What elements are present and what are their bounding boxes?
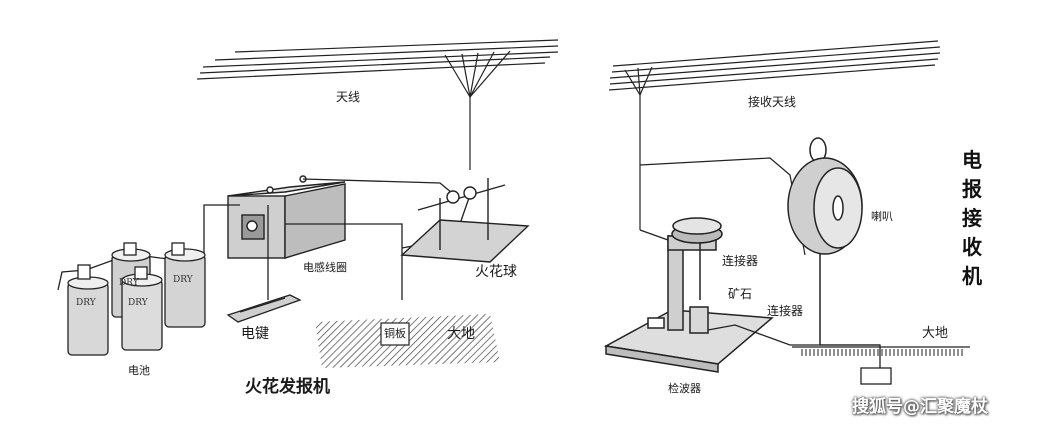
- receiver-ground: [792, 346, 970, 385]
- telegraph-key: [226, 294, 302, 323]
- receiver-title-char: 报: [962, 177, 982, 201]
- induction-coil-label: 电感线圈: [303, 261, 347, 274]
- battery-label: 电池: [128, 364, 150, 377]
- transmitter-ground-label: 大地: [447, 326, 475, 342]
- battery-mark-1: DRY: [76, 298, 97, 308]
- speaker: [787, 137, 863, 345]
- connector-bottom-label: 连接器: [767, 304, 804, 318]
- watermark: 搜狐号@汇聚魔杖: [852, 397, 988, 417]
- connector-top-label: 连接器: [722, 254, 759, 268]
- receiver-title-char: 机: [962, 264, 982, 288]
- ore-label: 矿石: [728, 287, 753, 301]
- receiver-wiring: [639, 229, 881, 368]
- copper-plate-label: 铜板: [384, 327, 406, 340]
- spark-ball-label: 火花球: [475, 264, 517, 280]
- transmitter-ground: [315, 314, 500, 368]
- induction-coil: [227, 175, 346, 259]
- detector-label: 检波器: [668, 382, 701, 395]
- battery-mark-2: DRY: [119, 278, 140, 288]
- battery-mark-4: DRY: [173, 275, 194, 285]
- transmitter-antenna-label: 天线: [336, 90, 361, 104]
- receiver-ground-label: 大地: [922, 326, 949, 341]
- receiver-title-char: 接: [962, 206, 982, 230]
- key-label: 电键: [241, 326, 269, 342]
- spark-gap: [400, 178, 530, 263]
- battery-mark-3: DRY: [128, 298, 149, 308]
- batteries: [67, 242, 206, 356]
- transmitter-antenna: [196, 39, 559, 170]
- receiver-title: 电 报 接 收 机: [957, 146, 987, 291]
- transmitter-title: 火花发报机: [245, 377, 330, 397]
- detector: [603, 217, 774, 373]
- receiver-title-char: 电: [962, 148, 982, 172]
- receiver-antenna-label: 接收天线: [748, 95, 797, 109]
- receiver-title-char: 收: [962, 235, 982, 259]
- speaker-label: 喇叭: [871, 210, 893, 223]
